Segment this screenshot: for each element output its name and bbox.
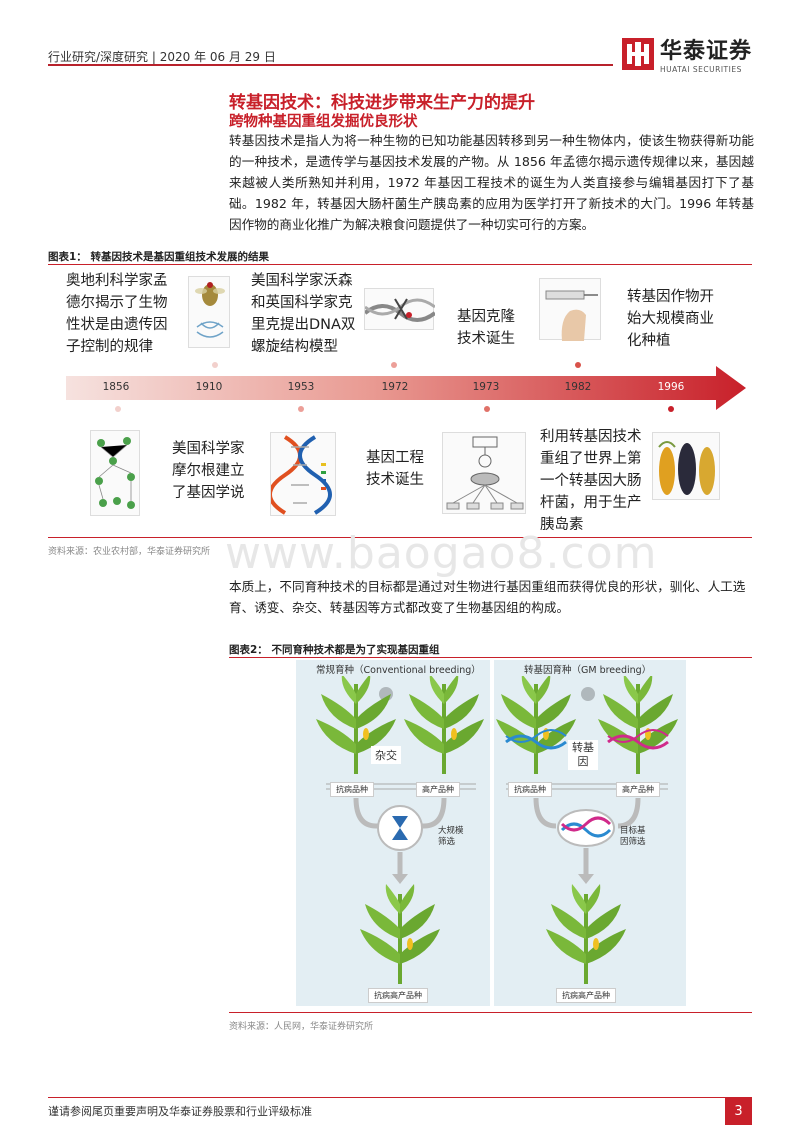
footer-disclaimer: 谨请参阅尾页重要声明及华泰证券股票和行业评级标准 (48, 1105, 312, 1118)
year-label: 1972 (381, 381, 409, 393)
year-label: 1973 (472, 381, 500, 393)
figure2-top-rule (229, 657, 752, 658)
result-variety-left: 抗病高产品种 (368, 988, 428, 1003)
timeline-dot (298, 406, 304, 412)
event-1953: 美国科学家沃森 和英国科学家克 里克提出DNA双 螺旋结构模型 (251, 273, 356, 355)
section-subtitle: 跨物种基因重组发掘优良形状 (229, 114, 418, 130)
event-1910: 美国科学家 摩尔根建立 了基因学说 (172, 441, 245, 501)
watermark: www.baogao8.com (225, 528, 658, 579)
year-label: 1982 (564, 381, 592, 393)
report-header-info: 行业研究/深度研究 | 2020 年 06 月 29 日 (48, 50, 276, 64)
year-label: 1856 (102, 381, 130, 393)
body-paragraph: 本质上，不同育种技术的目标都是通过对生物进行基因重组而获得优良的形状，驯化、人工… (229, 579, 746, 615)
huatai-logo-icon (622, 37, 654, 70)
timeline-dot (391, 362, 397, 368)
fruit-fly-image (188, 276, 230, 348)
gene-cloning-diagram-image (442, 432, 526, 514)
timeline-arrow (66, 366, 746, 410)
pea-plant-image (90, 430, 140, 516)
figure2-bottom-rule (229, 1012, 752, 1013)
dna-scissors-image (363, 288, 437, 330)
disease-resistant-variety-left: 抗病品种 (330, 782, 374, 797)
brand-logo: 华泰证券 HUATAI SECURITIES (622, 33, 752, 74)
timeline-dot (484, 406, 490, 412)
timeline-dot (212, 362, 218, 368)
syringe-image (539, 278, 601, 341)
section-title: 转基因技术：科技进步带来生产力的提升 (229, 93, 535, 113)
hybrid-label: 杂交 (371, 746, 401, 764)
high-yield-variety-left: 高产品种 (416, 782, 460, 797)
year-label: 1953 (287, 381, 315, 393)
year-label: 1910 (195, 381, 223, 393)
figure1-source: 资料来源：农业农村部，华泰证券研究所 (48, 547, 211, 557)
intro-paragraph: 转基因技术是指人为将一种生物的已知功能基因转移到另一种生物体内，使该生物获得新功… (229, 133, 754, 232)
event-1973: 基因克隆 技术诞生 (457, 309, 515, 347)
disease-resistant-variety-right: 抗病品种 (508, 782, 552, 797)
figure1-bottom-rule (48, 537, 752, 538)
high-yield-variety-right: 高产品种 (616, 782, 660, 797)
event-1972: 基因工程 技术诞生 (366, 450, 424, 488)
page-number: 3 (725, 1097, 752, 1125)
result-variety-right: 抗病高产品种 (556, 988, 616, 1003)
conventional-breeding-title: 常规育种（Conventional breeding） (316, 665, 481, 676)
large-scale-selection-label: 大规模 筛选 (438, 826, 464, 847)
target-gene-selection-label: 目标基 因筛选 (620, 826, 646, 847)
brand-name-en: HUATAI SECURITIES (660, 65, 742, 74)
timeline-dot (668, 406, 674, 412)
year-label: 1996 (657, 381, 685, 393)
dna-helix-image (268, 432, 336, 516)
brand-name-cn: 华泰证券 (660, 39, 753, 64)
footer-divider (48, 1097, 752, 1098)
figure2-source: 资料来源：人民网，华泰证券研究所 (229, 1022, 374, 1032)
event-1856: 奥地利科学家孟 德尔揭示了生物 性状是由遗传因 子控制的规律 (66, 273, 168, 355)
timeline-dot (115, 406, 121, 412)
breeding-illustration (296, 672, 686, 1006)
corn-image (652, 432, 720, 500)
event-1996: 转基因作物开 始大规模商业 化种植 (627, 289, 714, 349)
gm-breeding-title: 转基因育种（GM breeding） (524, 665, 652, 676)
figure1-top-rule (48, 264, 752, 265)
timeline-dot (575, 362, 581, 368)
transgenic-label: 转基 因 (568, 740, 598, 770)
event-1982: 利用转基因技术 重组了世界上第 一个转基因大肠 杆菌，用于生产 胰岛素 (540, 429, 642, 533)
header-divider (48, 64, 613, 66)
figure2-label: 图表2： 不同育种技术都是为了实现基因重组 (229, 644, 440, 656)
figure1-label: 图表1： 转基因技术是基因重组技术发展的结果 (48, 251, 269, 263)
